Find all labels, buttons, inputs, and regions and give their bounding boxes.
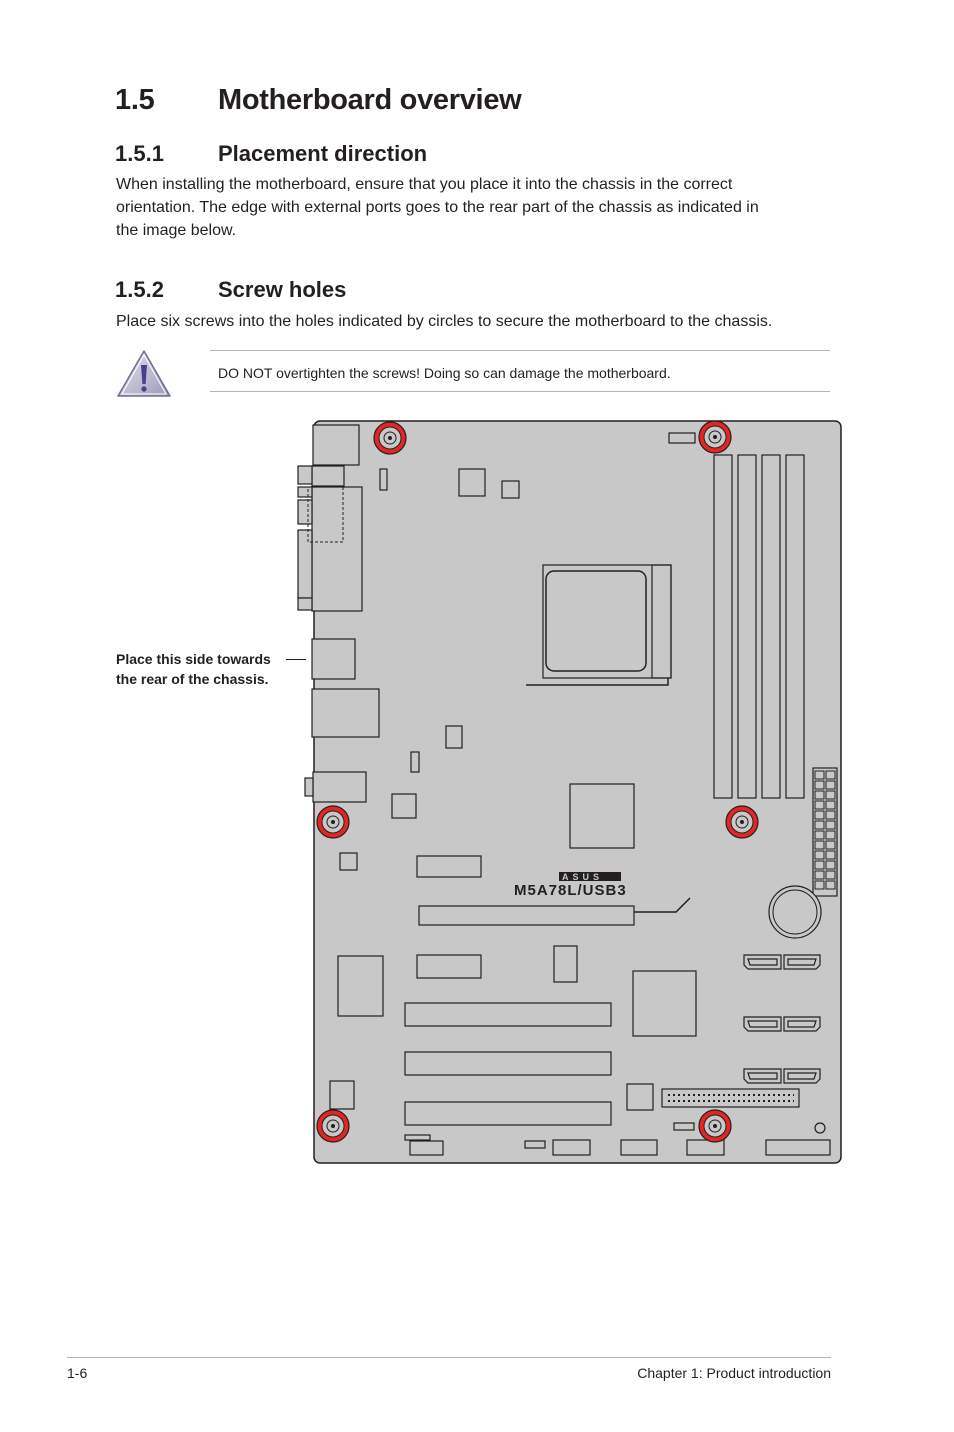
brand-text: ASUS — [562, 872, 603, 882]
screw-hole — [316, 1109, 350, 1143]
motherboard-diagram: ASUS M5A78L/USB3 — [297, 420, 842, 1164]
subsection-title: Placement direction — [218, 141, 428, 166]
chapter-title: Chapter 1: Product introduction — [637, 1365, 831, 1381]
section-title: Motherboard overview — [218, 84, 522, 116]
pcie-x16-slot — [418, 897, 691, 926]
subsection-title: Screw holes — [218, 277, 347, 302]
cpu-socket — [526, 564, 672, 686]
page-number: 1-6 — [67, 1365, 88, 1381]
atx-power-connector — [812, 767, 838, 897]
rear-io-panel — [297, 424, 380, 803]
bottom-headers — [404, 1122, 831, 1156]
model-label: M5A78L/USB3 — [514, 882, 627, 899]
warning-note: DO NOT overtighten the screws! Doing so … — [210, 350, 830, 392]
callout-line-2: the rear of the chassis. — [116, 671, 269, 687]
sata-ports — [743, 954, 821, 1084]
screw-holes-paragraph: Place six screws into the holes indicate… — [116, 313, 773, 330]
footer-divider — [67, 1357, 831, 1358]
warning-triangle-icon — [117, 350, 171, 397]
section-number: 1.5 — [115, 84, 155, 116]
chipset — [569, 783, 635, 849]
screw-holes — [316, 420, 759, 1143]
subsection-number: 1.5.2 — [115, 277, 164, 302]
warning-text: DO NOT overtighten the screws! Doing so … — [218, 365, 671, 381]
section-heading: 1.5 Motherboard overview — [115, 84, 522, 117]
callout-line-1: Place this side towards — [116, 651, 271, 667]
subsection-heading-screw-holes: 1.5.2 Screw holes — [115, 277, 346, 303]
screw-hole — [698, 1109, 732, 1143]
rear-side-callout: Place this side towards the rear of the … — [116, 649, 271, 689]
paragraph-line: When installing the motherboard, ensure … — [116, 176, 733, 193]
brand-logo: ASUS — [559, 872, 621, 882]
paragraph-line: orientation. The edge with external port… — [116, 199, 759, 216]
subsection-heading-placement: 1.5.1 Placement direction — [115, 141, 427, 167]
cmos-battery — [768, 885, 822, 939]
dimm-slots — [713, 454, 805, 799]
pci-slots — [404, 1002, 612, 1126]
southbridge — [632, 970, 697, 1037]
screw-hole — [373, 421, 407, 455]
subsection-number: 1.5.1 — [115, 141, 164, 166]
placement-paragraph: When installing the motherboard, ensure … — [116, 173, 826, 242]
ide-connector — [661, 1088, 800, 1108]
screw-hole — [316, 805, 350, 839]
paragraph-line: the image below. — [116, 222, 237, 239]
callout-leader-line — [286, 659, 306, 660]
screw-hole — [725, 805, 759, 839]
screw-hole — [698, 420, 732, 454]
